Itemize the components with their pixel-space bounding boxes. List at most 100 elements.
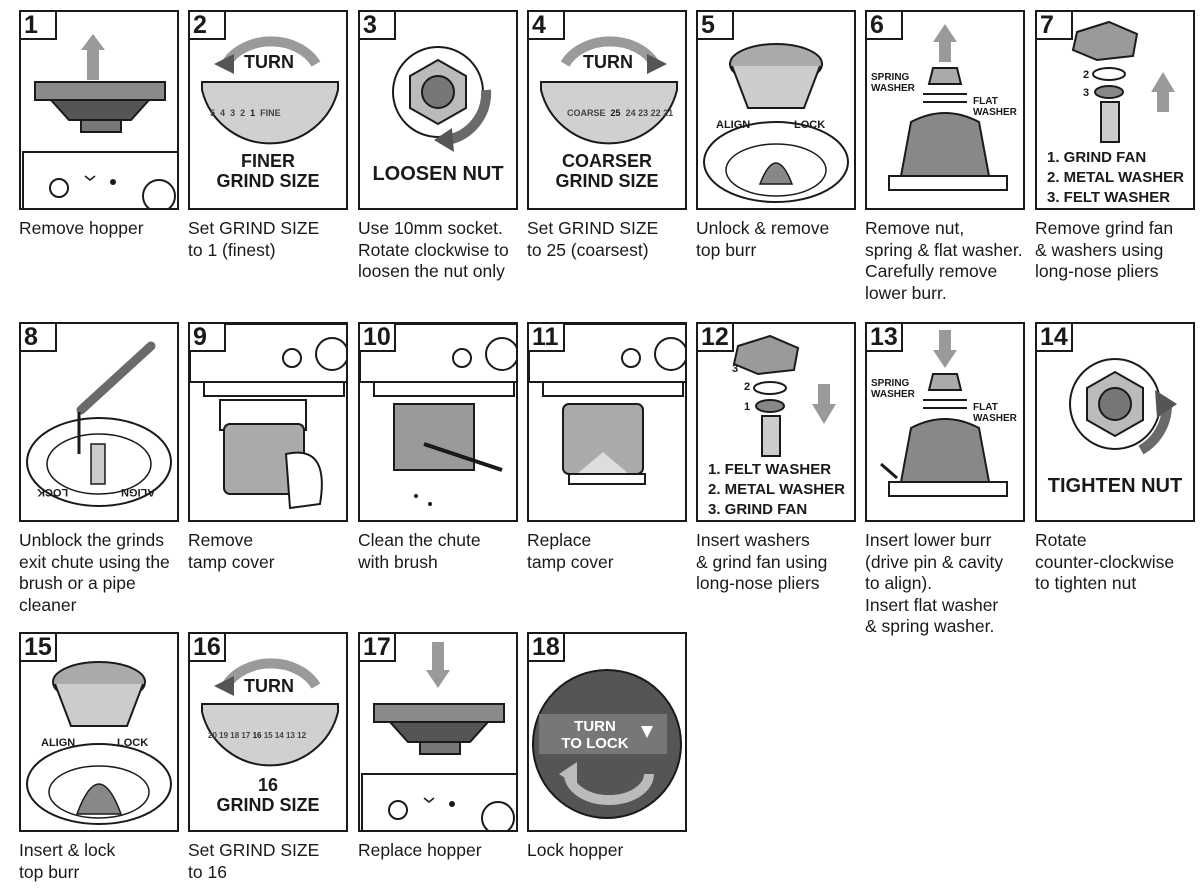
step-number: 18 bbox=[529, 634, 565, 662]
grind-dial-illustration bbox=[201, 36, 339, 145]
step-number: 11 bbox=[529, 324, 565, 352]
step-number: 8 bbox=[21, 324, 57, 352]
socket-nut-illustration bbox=[392, 46, 492, 152]
step-number: 1 bbox=[21, 12, 57, 40]
dial-scale: 5 4 3 2 1 FINE bbox=[210, 108, 281, 118]
marker-2: 2 bbox=[744, 381, 751, 393]
replace-tamp-cover-illustration bbox=[529, 324, 685, 485]
step-14-panel: TIGHTEN NUT 14 bbox=[1035, 322, 1195, 522]
step-caption: Unlock & remove top burr bbox=[696, 218, 830, 260]
step-number: 15 bbox=[21, 634, 57, 662]
step-number: 2 bbox=[190, 12, 226, 40]
step-12-panel: 3 2 1 1. FELT WASHER 2. METAL WASHER 3. … bbox=[696, 322, 856, 522]
top-burr-illustration bbox=[26, 661, 172, 825]
dial-scale: COARSE 25 24 23 22 21 bbox=[567, 108, 674, 118]
step-caption: Rotate counter-clockwise to tighten nut bbox=[1035, 530, 1175, 593]
flat-washer-label: FLAT WASHER bbox=[973, 402, 1017, 424]
step-caption: Replace hopper bbox=[358, 840, 482, 860]
step-number: 4 bbox=[529, 12, 565, 40]
step-caption: Unblock the grinds exit chute using the … bbox=[19, 530, 170, 615]
step-caption: Remove tamp cover bbox=[188, 530, 275, 572]
insert-washers-illustration bbox=[732, 334, 836, 457]
lock-hopper-dial-illustration bbox=[532, 669, 682, 819]
marker-2: 2 bbox=[1083, 69, 1090, 81]
step-caption: Remove grind fan & washers using long-no… bbox=[1035, 218, 1174, 281]
lock-label: LOCK bbox=[794, 119, 826, 131]
step-7-panel: 1 2 3 1. GRIND FAN 2. METAL WASHER 3. FE… bbox=[1035, 10, 1195, 210]
lock-label: LOCK bbox=[117, 737, 149, 749]
step-number: 17 bbox=[360, 634, 396, 662]
panel-text: TIGHTEN NUT bbox=[1047, 475, 1183, 497]
step-number: 13 bbox=[867, 324, 903, 352]
align-label: ALIGN bbox=[121, 486, 156, 498]
step-caption: Remove hopper bbox=[19, 218, 144, 238]
top-burr-illustration bbox=[703, 43, 849, 203]
step-15-panel: ALIGN LOCK 15 bbox=[19, 632, 179, 832]
clean-chute-illustration bbox=[360, 324, 516, 506]
turn-label: TURN bbox=[583, 52, 633, 72]
turn-label: TURN bbox=[244, 52, 294, 72]
panel-text: LOOSEN NUT bbox=[372, 163, 504, 185]
step-number: 10 bbox=[360, 324, 396, 352]
align-label: ALIGN bbox=[716, 119, 751, 131]
step-18-panel: TURN TO LOCK 18 bbox=[527, 632, 687, 832]
step-number: 6 bbox=[867, 12, 903, 40]
flat-washer-label: FLAT WASHER bbox=[973, 96, 1017, 118]
replace-hopper-illustration bbox=[361, 642, 516, 830]
step-caption: Clean the chute with brush bbox=[358, 530, 481, 572]
step-caption: Insert lower burr (drive pin & cavity to… bbox=[865, 530, 1004, 636]
spring-washer-label: SPRING WASHER bbox=[871, 378, 915, 400]
align-label: ALIGN bbox=[41, 737, 76, 749]
panel-text: FINER GRIND SIZE bbox=[216, 151, 320, 191]
marker-3: 3 bbox=[1083, 87, 1090, 99]
panel-text: COARSER GRIND SIZE bbox=[555, 151, 659, 191]
parts-list: 1. FELT WASHER 2. METAL WASHER 3. GRIND … bbox=[708, 461, 845, 518]
step-caption: Replace tamp cover bbox=[527, 530, 614, 572]
dial-scale: 20 19 18 17 16 15 14 13 12 bbox=[208, 731, 307, 740]
step-8-panel: LOCK ALIGN 8 bbox=[19, 322, 179, 522]
marker-3: 3 bbox=[732, 363, 739, 375]
step-number: 5 bbox=[698, 12, 734, 40]
step-number: 9 bbox=[190, 324, 226, 352]
grind-dial-illustration bbox=[540, 36, 678, 145]
marker-1: 1 bbox=[744, 401, 751, 413]
step-10-panel: 10 bbox=[358, 322, 518, 522]
step-number: 12 bbox=[698, 324, 734, 352]
step-number: 3 bbox=[360, 12, 396, 40]
step-number: 14 bbox=[1037, 324, 1073, 352]
step-1-panel: 1 bbox=[19, 10, 179, 210]
step-caption: Use 10mm socket. Rotate clockwise to loo… bbox=[358, 218, 509, 281]
step-16-panel: TURN 20 19 18 17 16 15 14 13 12 16 GRIND… bbox=[188, 632, 348, 832]
step-caption: Lock hopper bbox=[527, 840, 624, 860]
step-9-panel: 9 bbox=[188, 322, 348, 522]
panel-text: TURN TO LOCK bbox=[561, 718, 629, 752]
step-4-panel: TURN COARSE 25 24 23 22 21 COARSER GRIND… bbox=[527, 10, 687, 210]
insert-lower-burr-illustration bbox=[880, 330, 1008, 497]
panel-text: 16 GRIND SIZE bbox=[216, 775, 320, 815]
step-number: 7 bbox=[1037, 12, 1073, 40]
spring-washer-label: SPRING WASHER bbox=[871, 72, 915, 94]
step-2-panel: TURN 5 4 3 2 1 FINE FINER GRIND SIZE 2 bbox=[188, 10, 348, 210]
step-caption: Insert washers & grind fan using long-no… bbox=[696, 530, 828, 593]
remove-nut-washer-illustration bbox=[888, 24, 1008, 191]
step-13-panel: SPRING WASHER FLAT WASHER 13 bbox=[865, 322, 1025, 522]
step-caption: Set GRIND SIZE to 16 bbox=[188, 840, 320, 882]
step-caption: Set GRIND SIZE to 1 (finest) bbox=[188, 218, 320, 260]
step-5-panel: ALIGN LOCK 5 bbox=[696, 10, 856, 210]
remove-hopper-illustration bbox=[22, 34, 177, 208]
step-11-panel: 11 bbox=[527, 322, 687, 522]
step-17-panel: 17 bbox=[358, 632, 518, 832]
unblock-chute-illustration bbox=[26, 341, 172, 507]
step-number: 16 bbox=[190, 634, 226, 662]
grind-fan-washers-illustration bbox=[1071, 20, 1175, 143]
step-caption: Set GRIND SIZE to 25 (coarsest) bbox=[527, 218, 659, 260]
grind-dial-illustration bbox=[201, 658, 339, 767]
step-caption: Remove nut, spring & flat washer. Carefu… bbox=[865, 218, 1023, 303]
parts-list: 1. GRIND FAN 2. METAL WASHER 3. FELT WAS… bbox=[1047, 149, 1184, 206]
lock-label: LOCK bbox=[37, 486, 69, 498]
step-caption: Insert & lock top burr bbox=[19, 840, 116, 882]
turn-label: TURN bbox=[244, 676, 294, 696]
step-3-panel: LOOSEN NUT 3 bbox=[358, 10, 518, 210]
step-6-panel: SPRING WASHER FLAT WASHER 6 bbox=[865, 10, 1025, 210]
remove-tamp-cover-illustration bbox=[190, 324, 346, 510]
